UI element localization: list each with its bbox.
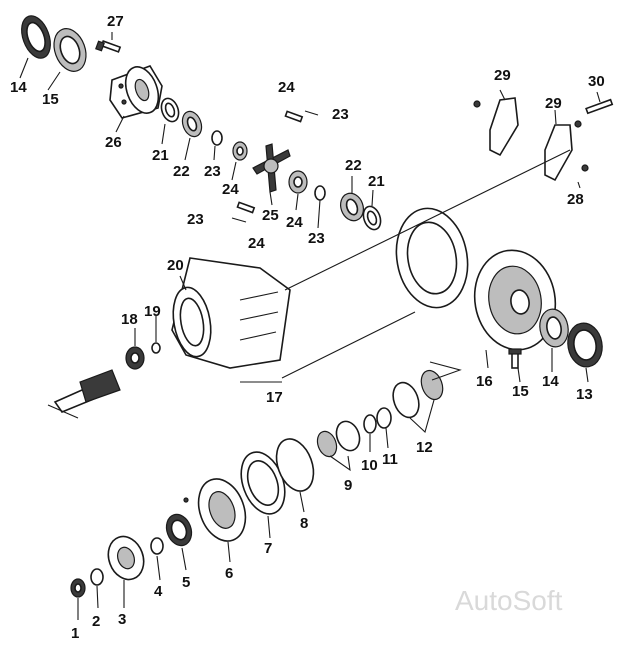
washer-2 xyxy=(90,568,104,586)
ring-gear xyxy=(395,207,469,309)
label-25: 25 xyxy=(262,207,279,224)
washer-4 xyxy=(150,537,164,555)
washer-21-right xyxy=(362,205,382,231)
flange-3 xyxy=(107,535,145,581)
label-11: 11 xyxy=(382,451,398,468)
label-14-right: 14 xyxy=(542,373,559,390)
label-23-lower: 23 xyxy=(187,211,204,228)
label-29-left: 29 xyxy=(494,67,511,84)
label-15-top: 15 xyxy=(42,91,59,108)
label-4: 4 xyxy=(154,583,163,600)
side-gear-22-right xyxy=(340,192,364,222)
label-27: 27 xyxy=(107,13,124,30)
bolt-27 xyxy=(95,40,122,53)
ring-11 xyxy=(376,407,392,429)
watermark: AutoSoft xyxy=(455,585,563,616)
pinion-gear-24-top xyxy=(232,141,248,161)
pin-24-23-lower xyxy=(231,201,256,223)
label-22-right: 22 xyxy=(345,157,362,174)
label-23-pin: 23 xyxy=(332,106,349,123)
bearing-12 xyxy=(392,369,444,419)
label-7: 7 xyxy=(264,540,272,557)
label-20: 20 xyxy=(167,257,184,274)
label-23-right: 23 xyxy=(308,230,325,247)
label-23-top: 23 xyxy=(204,163,221,180)
bearing-18 xyxy=(125,346,145,370)
spacer-19 xyxy=(151,342,161,354)
label-24-pin: 24 xyxy=(278,79,295,96)
label-3: 3 xyxy=(118,611,126,628)
ring-10 xyxy=(363,414,377,434)
label-15-right: 15 xyxy=(512,383,529,400)
lock-plate-28 xyxy=(581,164,589,172)
bearing-cap-29-right xyxy=(544,120,582,182)
oil-seal-14-top xyxy=(21,15,51,59)
pinion-shaft xyxy=(53,369,121,413)
washer-23-top xyxy=(211,130,223,146)
label-21-right: 21 xyxy=(368,173,385,190)
washer-23-right xyxy=(314,185,326,201)
seal-5 xyxy=(165,513,193,547)
oil-seal-13 xyxy=(567,322,603,368)
washer-21-top xyxy=(160,97,180,123)
cross-spider-25 xyxy=(252,143,291,193)
label-5: 5 xyxy=(182,574,190,591)
label-24-top: 24 xyxy=(222,181,239,198)
pin-24-23-upper xyxy=(284,110,319,123)
differential-case-half-26 xyxy=(109,65,163,119)
side-gear-22-top xyxy=(181,110,203,138)
label-2: 2 xyxy=(92,613,100,630)
label-18: 18 xyxy=(121,311,138,328)
bearing-cage-6 xyxy=(183,478,247,542)
bearing-9 xyxy=(316,420,361,458)
label-13: 13 xyxy=(576,386,593,403)
bolt-30 xyxy=(585,98,614,115)
label-24-lower: 24 xyxy=(248,235,265,252)
label-22-top: 22 xyxy=(173,163,190,180)
label-9: 9 xyxy=(344,477,352,494)
bearing-cap-29-left xyxy=(473,97,519,157)
label-16: 16 xyxy=(476,373,493,390)
label-26: 26 xyxy=(105,134,122,151)
o-ring-8 xyxy=(275,438,315,492)
driven-gear-16 xyxy=(473,249,557,351)
bearing-15-top xyxy=(53,28,87,72)
leader-lines xyxy=(19,32,601,620)
axle-housing-20 xyxy=(171,257,291,369)
pinion-gear-24-right xyxy=(288,170,308,194)
part-labels: 14 15 27 26 21 22 23 24 24 23 25 24 23 2… xyxy=(10,13,605,642)
label-12: 12 xyxy=(416,439,433,456)
label-6: 6 xyxy=(225,565,233,582)
bearing-14-right xyxy=(539,308,569,348)
label-19: 19 xyxy=(144,303,161,320)
label-8: 8 xyxy=(300,515,308,532)
label-28: 28 xyxy=(567,191,584,208)
label-30: 30 xyxy=(588,73,605,90)
label-1: 1 xyxy=(71,625,79,642)
label-24-right: 24 xyxy=(286,214,303,231)
label-29-right: 29 xyxy=(545,95,562,112)
bolt-15-right xyxy=(508,348,522,369)
nut-1 xyxy=(70,578,86,598)
label-17: 17 xyxy=(266,389,283,406)
label-10: 10 xyxy=(361,457,378,474)
label-21-top: 21 xyxy=(152,147,169,164)
label-14-top: 14 xyxy=(10,79,27,96)
